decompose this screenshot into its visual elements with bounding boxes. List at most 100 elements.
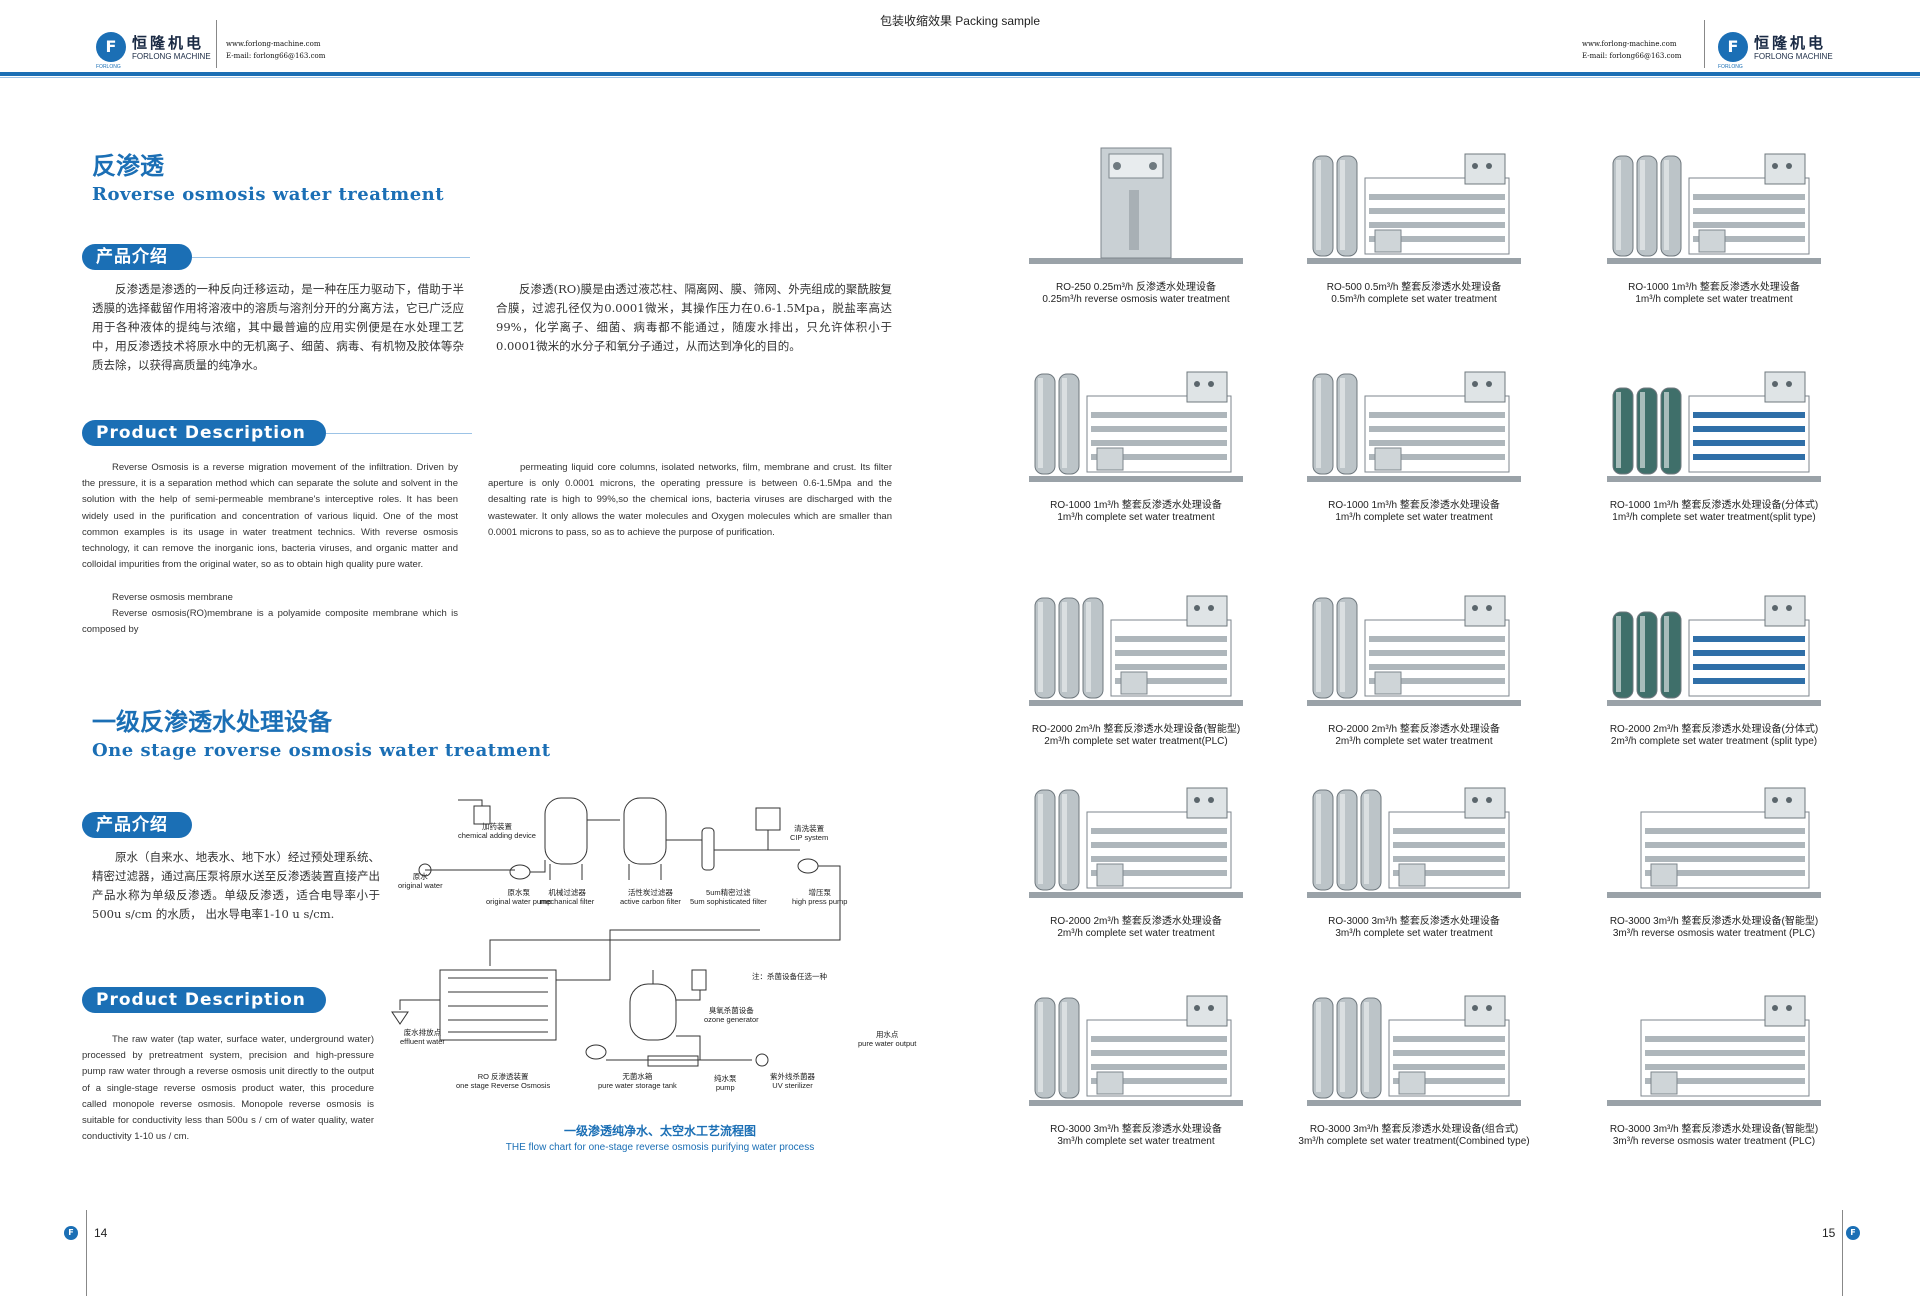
ro-intro-rule xyxy=(192,257,470,258)
flow-note: 注：杀菌设备任选一种 xyxy=(752,972,827,981)
product-caption-cn: RO-1000 1m³/h 整套反渗透水处理设备 xyxy=(1328,500,1500,511)
product-caption-en: 3m³/h reverse osmosis water treatment (P… xyxy=(1612,1136,1816,1147)
product-photo xyxy=(1299,134,1529,274)
product-caption-cn: RO-1000 1m³/h 整套反渗透水处理设备(分体式) xyxy=(1609,500,1819,511)
product-caption-en: 2m³/h complete set water treatment xyxy=(1057,928,1215,939)
product-caption-cn: RO-250 0.25m³/h 反渗透水处理设备 xyxy=(1055,282,1217,293)
product-caption-en: 1m³/h complete set water treatment(split… xyxy=(1612,512,1816,523)
product-caption-en: 3m³/h complete set water treatment(Combi… xyxy=(1298,1136,1530,1147)
product-caption-en: 2m³/h complete set water treatment(PLC) xyxy=(1044,736,1228,747)
effluent-icon xyxy=(391,1011,409,1025)
ro-desc-rule xyxy=(326,433,472,434)
logo-left: F 恒隆机电 FORLONG MACHINE FORLONG xyxy=(96,28,224,70)
product-caption-en: 2m³/h complete set water treatment (spli… xyxy=(1610,736,1818,747)
website-text: www.forlong-machine.com xyxy=(1582,40,1677,48)
product-photo xyxy=(1599,134,1829,274)
fine-filter-shape xyxy=(701,827,715,871)
uv-shape xyxy=(647,1055,699,1067)
product-card: RO-1000 1m³/h 整套反渗透水处理设备(分体式)1m³/h compl… xyxy=(1564,352,1864,524)
product-photo xyxy=(1021,352,1251,492)
cip-shape xyxy=(755,807,781,831)
product-caption-cn: RO-500 0.5m³/h 整套反渗透水处理设备 xyxy=(1326,282,1502,293)
product-caption-cn: RO-3000 3m³/h 整套反渗透水处理设备(智能型) xyxy=(1609,1124,1819,1135)
stage-desc-label: Product Description xyxy=(82,987,326,1013)
logo-cn: 恒隆机电 xyxy=(132,34,205,52)
output-icon xyxy=(755,1053,769,1067)
flow-chart-diagram xyxy=(391,797,841,1067)
product-caption-en: 1m³/h complete set water treatment xyxy=(1635,294,1793,305)
logo-en: FORLONG MACHINE xyxy=(132,52,211,61)
stage-cn-para: 原水（自来水、地表水、地下水）经过预处理系统、精密过滤器，通过高压泵将原水送至反… xyxy=(92,850,380,921)
ro-en-para1: Reverse Osmosis is a reverse migration m… xyxy=(82,462,458,571)
logo-mark-icon: F xyxy=(1718,32,1748,62)
product-caption-en: 0.5m³/h complete set water treatment xyxy=(1331,294,1497,305)
product-caption-cn: RO-2000 2m³/h 整套反渗透水处理设备 xyxy=(1328,724,1500,735)
booster-pump-shape xyxy=(797,858,819,874)
mechanical-filter-shape xyxy=(544,797,588,865)
ozone-shape xyxy=(691,969,707,991)
email-text: E-mail: forlong66@163.com xyxy=(226,52,326,60)
product-caption-en: 3m³/h reverse osmosis water treatment (P… xyxy=(1612,928,1816,939)
product-card: RO-3000 3m³/h 整套反渗透水处理设备(组合式)3m³/h compl… xyxy=(1264,976,1564,1148)
footer-divider xyxy=(86,1210,87,1296)
product-caption-en: 3m³/h complete set water treatment xyxy=(1335,928,1493,939)
product-caption-en: 3m³/h complete set water treatment xyxy=(1057,1136,1215,1147)
stage-en-para: The raw water (tap water, surface water,… xyxy=(82,1034,374,1143)
page-number-left: 14 xyxy=(94,1226,108,1240)
email-text: E-mail: forlong66@163.com xyxy=(1582,52,1682,60)
raw-water-icon xyxy=(418,863,432,877)
stage-intro-label: 产品介绍 xyxy=(82,812,192,838)
product-caption-en: 2m³/h complete set water treatment xyxy=(1335,736,1493,747)
product-caption-en: 1m³/h complete set water treatment xyxy=(1057,512,1215,523)
product-card: RO-3000 3m³/h 整套反渗透水处理设备(智能型)3m³/h rever… xyxy=(1564,976,1864,1148)
product-photo xyxy=(1299,576,1529,716)
logo-mark-icon: F xyxy=(96,32,126,62)
raw-pump-shape xyxy=(509,864,531,880)
page-icon: F xyxy=(64,1226,78,1240)
flow-title-cn: 一级渗透纯净水、太空水工艺流程图 xyxy=(563,1124,756,1138)
ro-en-para1b: Reverse osmosis membrane xyxy=(112,592,233,603)
product-photo xyxy=(1021,134,1251,274)
product-photo xyxy=(1299,976,1529,1116)
header-bar xyxy=(0,72,1920,76)
product-photo xyxy=(1599,976,1829,1116)
page-icon: F xyxy=(1846,1226,1860,1240)
header-bar-thin xyxy=(0,77,1920,78)
footer-divider xyxy=(1842,1210,1843,1296)
header-contact-right: www.forlong-machine.com E-mail: forlong6… xyxy=(1582,38,1681,62)
ro-cn-title: 反渗透 xyxy=(92,152,164,180)
stage-cn-title: 一级反渗透水处理设备 xyxy=(92,708,332,736)
product-caption-cn: RO-1000 1m³/h 整套反渗透水处理设备 xyxy=(1050,500,1222,511)
product-card: RO-3000 3m³/h 整套反渗透水处理设备(智能型)3m³/h rever… xyxy=(1564,768,1864,940)
logo-sub: FORLONG xyxy=(1718,64,1743,70)
product-photo xyxy=(1021,576,1251,716)
logo-sub: FORLONG xyxy=(96,64,121,70)
packing-sample-title: 包装收缩效果 Packing sample xyxy=(879,14,1041,28)
product-photo xyxy=(1021,768,1251,908)
product-photo xyxy=(1299,352,1529,492)
ro-en-para1c: Reverse osmosis(RO)membrane is a polyami… xyxy=(82,608,458,636)
logo-cn: 恒隆机电 xyxy=(1754,34,1827,52)
carbon-filter-shape xyxy=(623,797,667,865)
product-caption-cn: RO-3000 3m³/h 整套反渗透水处理设备(组合式) xyxy=(1309,1124,1519,1135)
product-photo xyxy=(1599,576,1829,716)
